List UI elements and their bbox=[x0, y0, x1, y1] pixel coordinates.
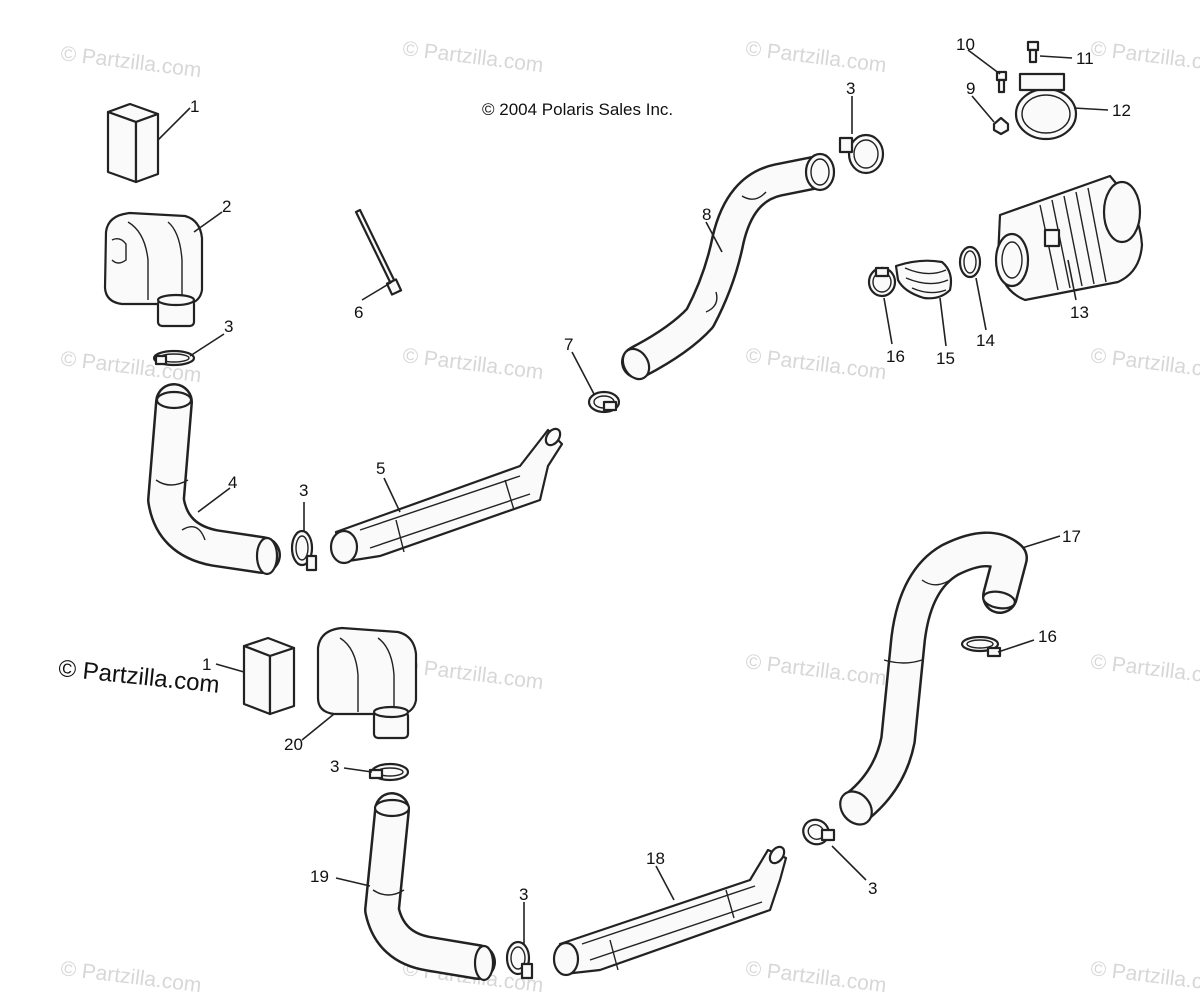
watermark: © Partzilla.com bbox=[1089, 344, 1200, 384]
callout-label: 11 bbox=[1076, 49, 1094, 68]
watermark: © Partzilla.com bbox=[401, 37, 544, 77]
callout-label: 1 bbox=[202, 655, 211, 674]
callout-label: 3 bbox=[299, 481, 308, 500]
part-foam-block bbox=[106, 102, 160, 184]
part-air-box bbox=[103, 211, 204, 328]
watermark: © Partzilla.com bbox=[59, 42, 202, 82]
callout-label: 17 bbox=[1062, 527, 1081, 546]
callout-label: 14 bbox=[976, 331, 995, 350]
watermark-layer: © Partzilla.com © Partzilla.com © Partzi… bbox=[59, 37, 1200, 997]
callout-label: 6 bbox=[354, 303, 363, 322]
watermark: © Partzilla.com bbox=[1089, 650, 1200, 690]
part-air-box bbox=[316, 626, 418, 740]
part-hose-clamp bbox=[867, 266, 897, 298]
watermark: © Partzilla.com bbox=[744, 957, 887, 997]
callout-label: 2 bbox=[222, 197, 231, 216]
callout-label: 3 bbox=[330, 757, 339, 776]
watermark: © Partzilla.com bbox=[744, 37, 887, 77]
callout-label: 3 bbox=[868, 879, 877, 898]
watermark: © Partzilla.com bbox=[744, 344, 887, 384]
callout-label: 19 bbox=[310, 867, 329, 886]
part-hose-clamp bbox=[838, 133, 885, 175]
part-screw bbox=[1026, 40, 1040, 64]
part-hose-clamp bbox=[152, 349, 196, 367]
callout-label: 15 bbox=[936, 349, 955, 368]
callout-labels: 1 2 3 4 3 5 6 7 8 3 10 11 9 12 13 14 15 … bbox=[190, 35, 1131, 904]
part-nut bbox=[992, 116, 1010, 136]
part-band-bracket bbox=[1014, 72, 1078, 141]
callout-label: 3 bbox=[846, 79, 855, 98]
part-elbow-hose bbox=[364, 792, 496, 982]
callout-label: 12 bbox=[1112, 101, 1131, 120]
callout-label: 7 bbox=[564, 335, 573, 354]
part-hose-clamp bbox=[505, 940, 534, 980]
part-hose-clamp bbox=[368, 762, 410, 782]
watermark: © Partzilla.com bbox=[401, 654, 544, 694]
watermark: © Partzilla.com bbox=[744, 650, 887, 690]
part-long-duct bbox=[552, 845, 788, 977]
callout-label: 3 bbox=[224, 317, 233, 336]
callout-label: 9 bbox=[966, 79, 975, 98]
watermark: © Partzilla.com bbox=[59, 957, 202, 997]
callout-label: 1 bbox=[190, 97, 199, 116]
part-foam-block bbox=[242, 636, 296, 716]
callout-label: 5 bbox=[376, 459, 385, 478]
part-rubber-boot bbox=[894, 259, 953, 300]
part-long-duct bbox=[329, 427, 564, 565]
watermark: © Partzilla.com bbox=[1089, 37, 1200, 77]
callout-label: 4 bbox=[228, 473, 237, 492]
callout-label: 20 bbox=[284, 735, 303, 754]
leader-lines bbox=[157, 49, 1109, 944]
part-hose-clamp bbox=[802, 818, 836, 846]
part-bolt bbox=[995, 70, 1008, 94]
part-long-curved-hose bbox=[839, 531, 1028, 826]
part-hose-clamp bbox=[290, 529, 318, 572]
watermark: © Partzilla.com bbox=[1089, 957, 1200, 997]
callout-label: 16 bbox=[886, 347, 905, 366]
callout-label: 16 bbox=[1038, 627, 1057, 646]
part-small-clamp bbox=[587, 390, 621, 414]
callout-label: 8 bbox=[702, 205, 711, 224]
copyright-notice: © 2004 Polaris Sales Inc. bbox=[482, 100, 674, 119]
part-hose-clamp bbox=[960, 635, 1002, 658]
watermark: © Partzilla.com bbox=[401, 344, 544, 384]
part-curved-hose bbox=[621, 152, 836, 381]
part-elbow-hose bbox=[147, 383, 281, 576]
part-clamp-ring bbox=[958, 245, 982, 279]
callout-label: 18 bbox=[646, 849, 665, 868]
callout-label: 13 bbox=[1070, 303, 1089, 322]
part-tie-strap bbox=[354, 208, 403, 296]
part-air-filter bbox=[994, 174, 1144, 302]
callout-label: 3 bbox=[519, 885, 528, 904]
callout-label: 10 bbox=[956, 35, 975, 54]
